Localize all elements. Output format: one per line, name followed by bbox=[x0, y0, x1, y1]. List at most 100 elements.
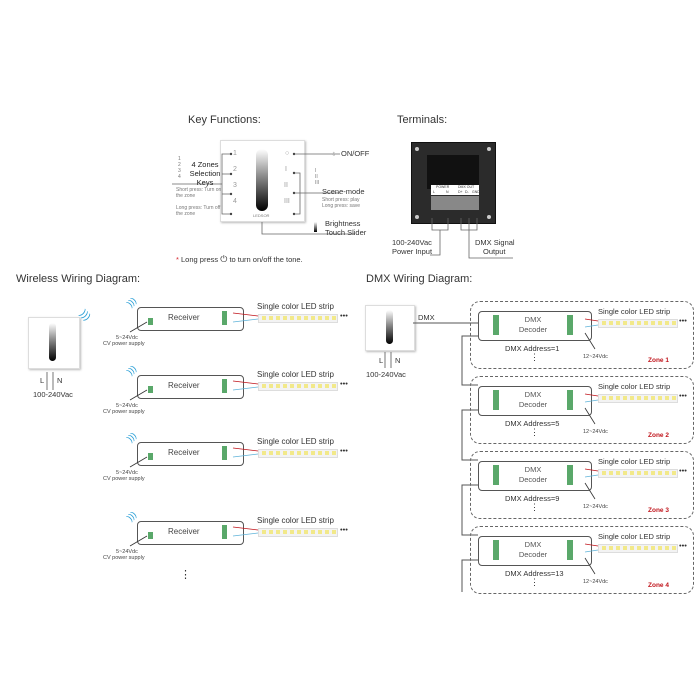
asterisk-icon: * bbox=[176, 255, 179, 264]
output-terminal bbox=[567, 315, 573, 335]
supply-voltage: 12~24Vdc bbox=[583, 579, 608, 585]
zone-short-press-desc: Short press: Turn on the zone bbox=[176, 187, 222, 199]
led-chip bbox=[602, 321, 606, 325]
led-chip bbox=[630, 396, 634, 400]
supply-type: CV power supply bbox=[103, 476, 145, 482]
led-chip bbox=[283, 384, 287, 388]
scene-key-2[interactable]: II bbox=[284, 182, 288, 189]
led-chip bbox=[658, 396, 662, 400]
brightness-bar-icon bbox=[314, 222, 317, 232]
dmx-input-terminal bbox=[493, 540, 499, 560]
dmx-wall-panel bbox=[365, 305, 415, 351]
led-chip bbox=[297, 451, 301, 455]
led-chip bbox=[304, 384, 308, 388]
output-terminal bbox=[222, 525, 227, 539]
tone-note: * Long press ⏻ to turn on/off the tone. bbox=[176, 254, 303, 265]
led-chip bbox=[332, 451, 336, 455]
power-key-icon[interactable]: ○ bbox=[285, 150, 290, 157]
decoder-label-line1: DMX bbox=[524, 315, 542, 324]
led-chip bbox=[616, 471, 620, 475]
output-terminal bbox=[567, 390, 573, 410]
pin-l: L bbox=[433, 190, 435, 194]
dmx-decoder: DMX Decoder bbox=[478, 461, 592, 491]
decoder-label-line2: Decoder bbox=[518, 475, 548, 484]
led-chip bbox=[276, 451, 280, 455]
led-strip bbox=[258, 382, 338, 391]
led-chip bbox=[283, 451, 287, 455]
led-chip bbox=[602, 546, 606, 550]
scene-key-3[interactable]: III bbox=[284, 198, 290, 205]
scene-key-1[interactable]: I bbox=[285, 166, 287, 173]
receiver-label: Receiver bbox=[168, 448, 200, 457]
scene-short-press-desc: Short press: play bbox=[322, 197, 360, 203]
strip-continuation: ••• bbox=[340, 446, 348, 455]
strip-label: Single color LED strip bbox=[598, 457, 671, 466]
receiver-device: Receiver bbox=[137, 375, 244, 399]
decoder-label: DMX Decoder bbox=[513, 315, 553, 335]
panel-brand: LEDSOR bbox=[253, 213, 270, 218]
output-terminal bbox=[222, 446, 227, 460]
dmx-l-label: L bbox=[379, 356, 384, 365]
led-chip bbox=[283, 316, 287, 320]
scene-long-press-desc: Long press: save bbox=[322, 203, 361, 209]
strip-continuation: ••• bbox=[679, 466, 687, 475]
zone-key-4[interactable]: 4 bbox=[233, 198, 237, 205]
led-chip bbox=[325, 530, 329, 534]
led-chip bbox=[269, 384, 273, 388]
led-chip bbox=[623, 471, 627, 475]
zone-key-3[interactable]: 3 bbox=[233, 182, 237, 189]
led-chip bbox=[658, 546, 662, 550]
receiver-device: Receiver bbox=[137, 307, 244, 331]
zone-keys-label: 4 Zones Selection Keys bbox=[189, 160, 221, 187]
led-chip bbox=[332, 384, 336, 388]
dmx-input-terminal bbox=[493, 315, 499, 335]
zone-label: Zone 2 bbox=[648, 432, 669, 439]
scene-mode-label: Scene-mode bbox=[322, 187, 365, 196]
led-chip bbox=[672, 546, 676, 550]
pin-d-minus: D- bbox=[465, 190, 469, 194]
l-label: L bbox=[40, 376, 45, 385]
led-chip bbox=[318, 451, 322, 455]
tone-note-prefix: Long press bbox=[181, 255, 219, 264]
led-chip bbox=[304, 530, 308, 534]
n-label: N bbox=[57, 376, 63, 385]
address-continuation: ⋮ bbox=[530, 502, 539, 512]
supply-voltage: 12~24Vdc bbox=[583, 504, 608, 510]
led-chip bbox=[672, 321, 676, 325]
led-strip bbox=[598, 469, 678, 478]
led-strip bbox=[598, 544, 678, 553]
power-terminal bbox=[148, 318, 153, 325]
supply-type: CV power supply bbox=[103, 341, 145, 347]
screw-terminals bbox=[431, 196, 479, 210]
led-chip bbox=[602, 471, 606, 475]
strip-label: Single color LED strip bbox=[257, 437, 334, 446]
zone-key-2[interactable]: 2 bbox=[233, 166, 237, 173]
led-chip bbox=[623, 396, 627, 400]
panel-slider bbox=[386, 310, 393, 344]
led-chip bbox=[630, 546, 634, 550]
strip-continuation: ••• bbox=[679, 541, 687, 550]
output-terminal bbox=[567, 465, 573, 485]
led-chip bbox=[616, 546, 620, 550]
supply-voltage: 12~24Vdc bbox=[583, 354, 608, 360]
wireless-wall-panel bbox=[28, 317, 80, 369]
pin-d-plus: D+ bbox=[458, 190, 463, 194]
led-chip bbox=[262, 530, 266, 534]
decoder-label: DMX Decoder bbox=[513, 540, 553, 560]
dmx-input-terminal bbox=[493, 390, 499, 410]
zone-key-1[interactable]: 1 bbox=[233, 150, 237, 157]
zone-label: Zone 3 bbox=[648, 507, 669, 514]
power-terminal bbox=[148, 453, 153, 460]
led-chip bbox=[665, 321, 669, 325]
dmx-output-label-1: DMX Signal bbox=[475, 238, 515, 247]
key-functions-title: Key Functions: bbox=[188, 114, 261, 126]
led-chip bbox=[325, 384, 329, 388]
output-terminal bbox=[222, 311, 227, 325]
dmx-address: DMX Address=9 bbox=[505, 494, 560, 503]
dmx-address: DMX Address=13 bbox=[505, 569, 564, 578]
strip-label: Single color LED strip bbox=[598, 532, 671, 541]
zone-boundary bbox=[470, 301, 694, 369]
